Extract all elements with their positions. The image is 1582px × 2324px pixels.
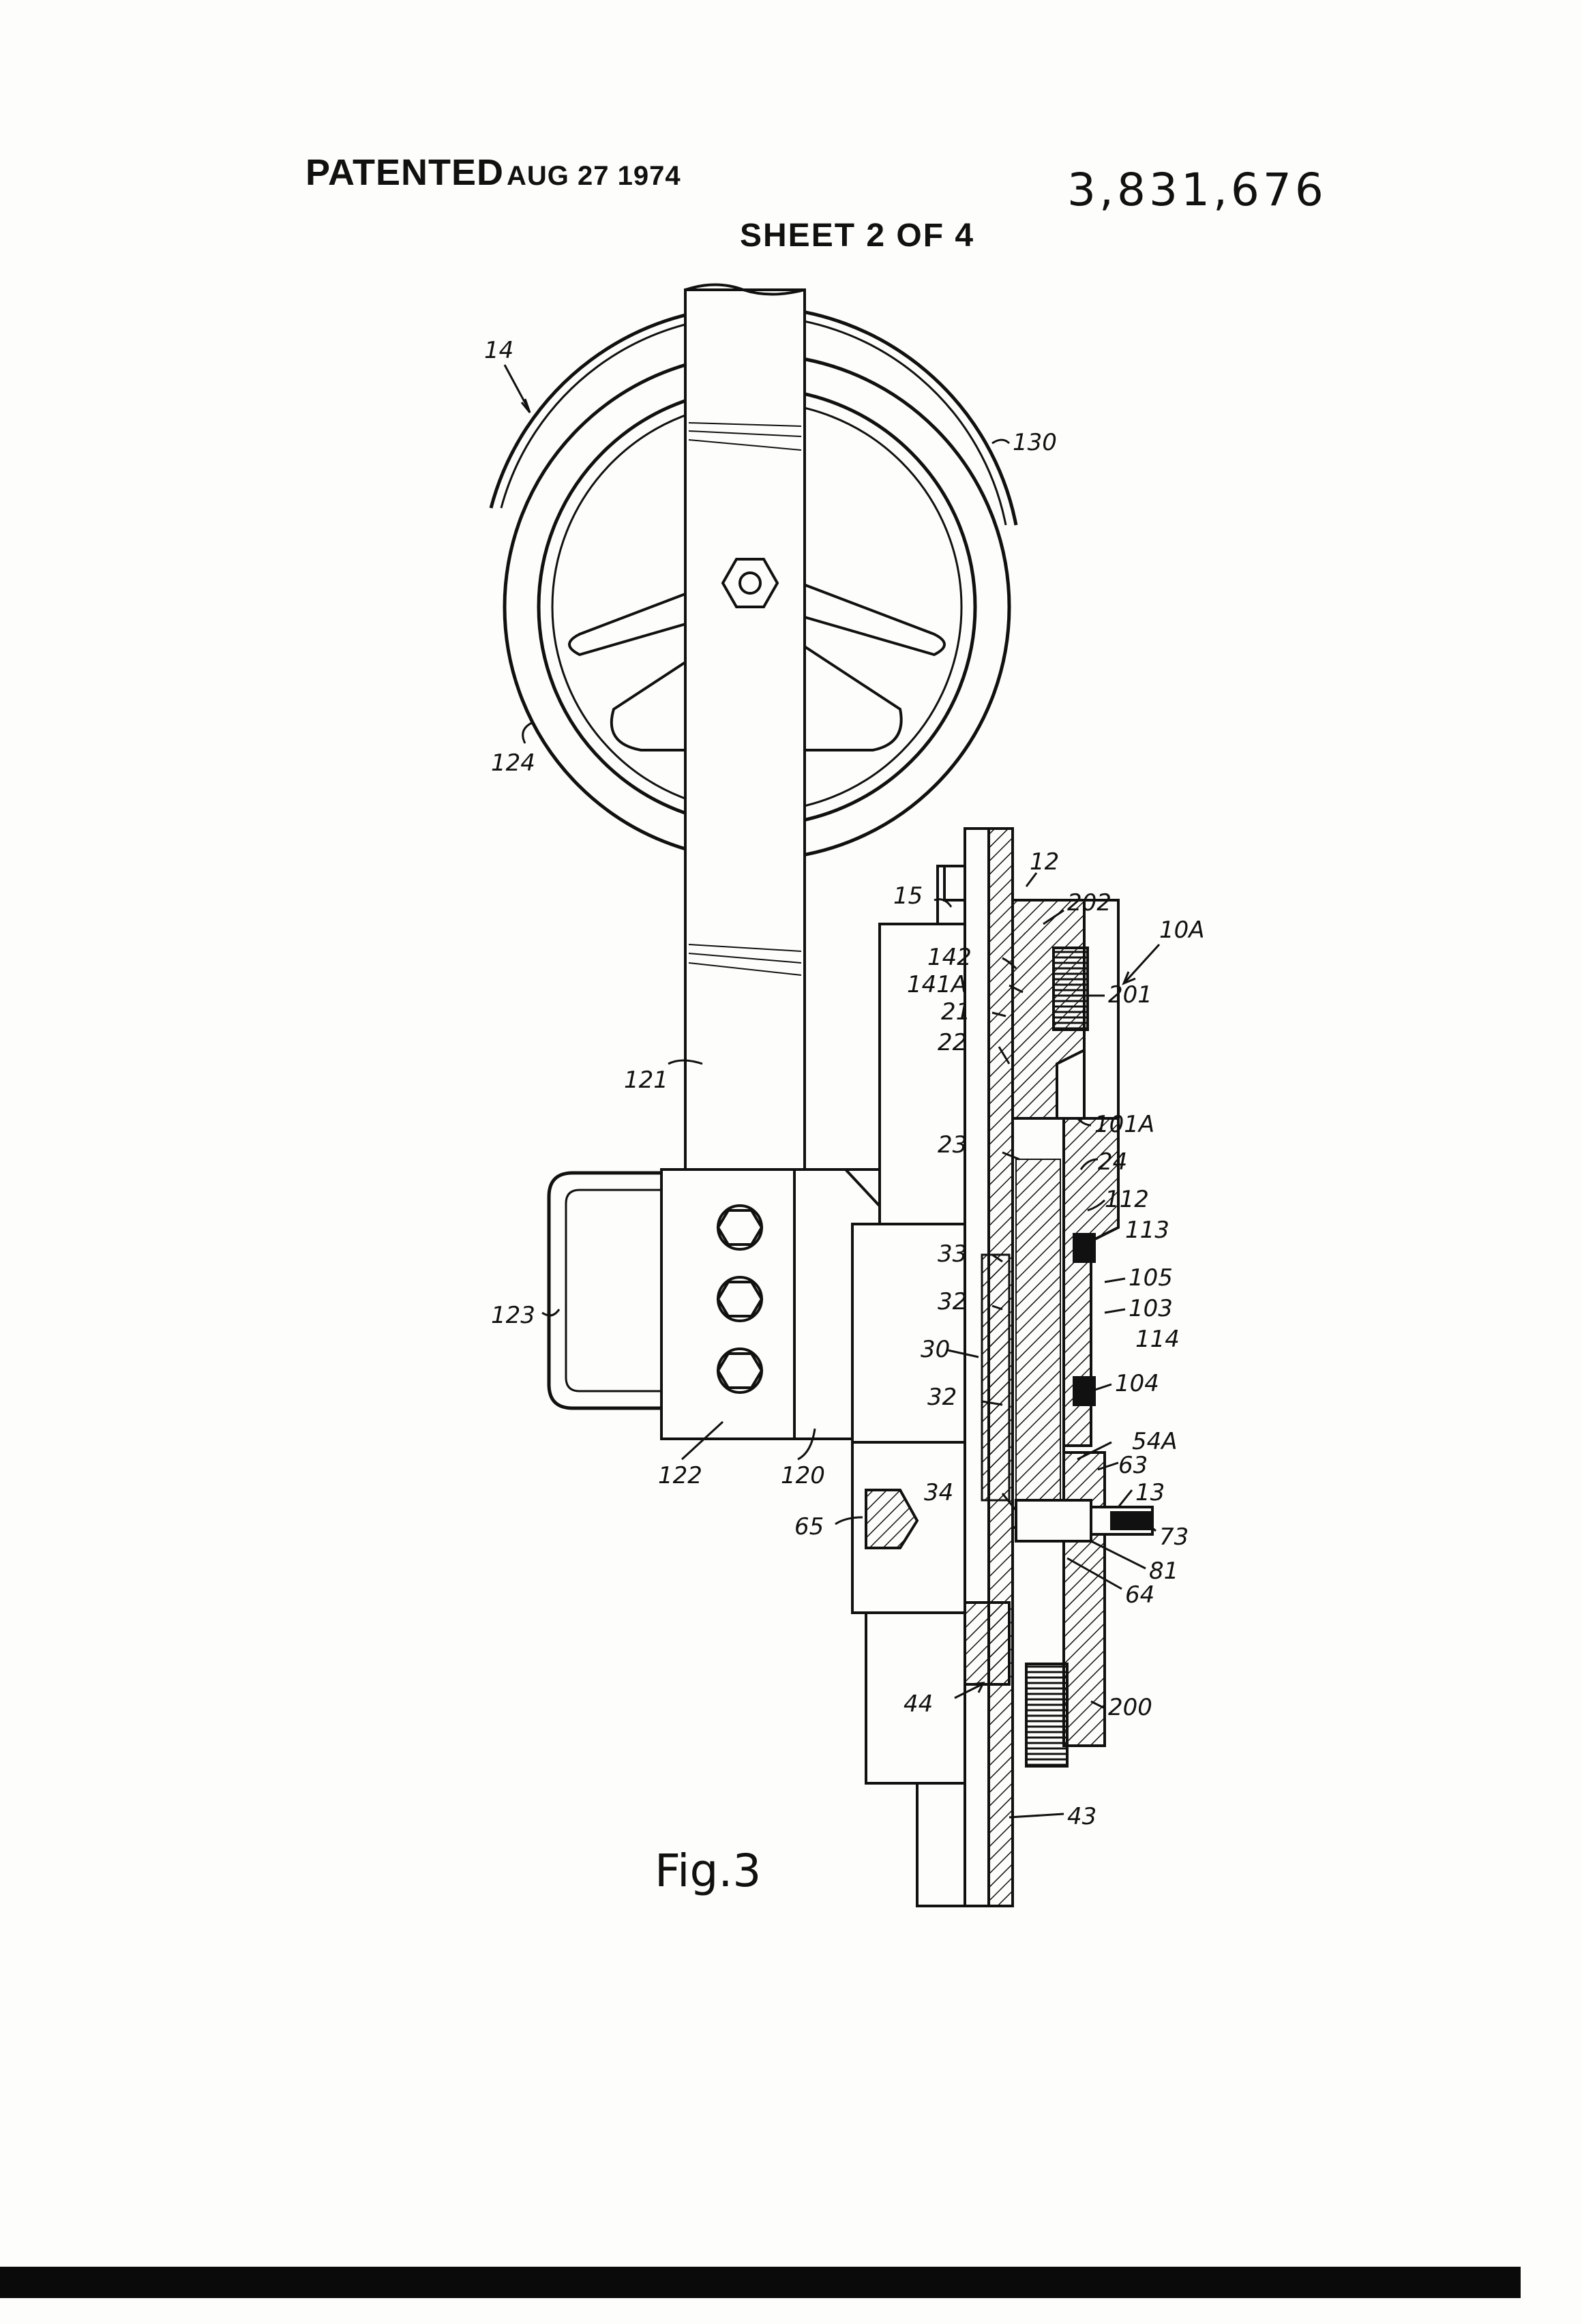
- ref-32-lower: 32: [927, 1384, 957, 1411]
- scan-bottom-edge: [0, 2267, 1521, 2298]
- ref-15: 15: [893, 882, 923, 910]
- ref-202: 202: [1067, 889, 1111, 917]
- ref-122: 122: [658, 1462, 702, 1489]
- ref-200: 200: [1108, 1694, 1152, 1721]
- ref-103: 103: [1129, 1295, 1173, 1322]
- ref-34: 34: [924, 1479, 953, 1506]
- figure-caption: Fig.3: [655, 1845, 761, 1897]
- ref-73: 73: [1159, 1523, 1189, 1551]
- ref-22: 22: [938, 1029, 967, 1056]
- ref-65: 65: [794, 1513, 824, 1540]
- hub-nut: [723, 559, 777, 607]
- ref-123: 123: [491, 1302, 535, 1329]
- ref-81: 81: [1149, 1558, 1178, 1585]
- ref-21: 21: [941, 998, 970, 1026]
- ref-201: 201: [1108, 981, 1152, 1009]
- ref-12: 12: [1030, 848, 1059, 876]
- ref-112: 112: [1105, 1186, 1149, 1213]
- ref-14: 14: [484, 337, 513, 364]
- ref-44: 44: [904, 1690, 933, 1718]
- ref-105: 105: [1129, 1264, 1173, 1292]
- ref-141A: 141A: [907, 971, 967, 998]
- packing-30: [982, 1255, 1009, 1500]
- port-fitting-13: [1016, 1500, 1152, 1541]
- ref-142: 142: [927, 944, 972, 971]
- ref-30: 30: [921, 1336, 950, 1363]
- ref-113: 113: [1125, 1217, 1169, 1244]
- ref-63: 63: [1118, 1452, 1148, 1479]
- ref-124: 124: [491, 749, 535, 777]
- handle-123: [549, 1173, 675, 1408]
- ref-10A: 10A: [1159, 917, 1205, 944]
- leader-lines: [505, 365, 1159, 1817]
- ref-104: 104: [1115, 1370, 1159, 1397]
- ref-24: 24: [1098, 1148, 1127, 1176]
- ref-33: 33: [938, 1240, 967, 1268]
- seal-44: [965, 1603, 1009, 1684]
- ref-13: 13: [1135, 1479, 1165, 1506]
- ref-121: 121: [624, 1067, 668, 1094]
- ref-120: 120: [781, 1462, 825, 1489]
- ref-101A: 101A: [1094, 1111, 1154, 1138]
- ref-130: 130: [1013, 429, 1057, 456]
- ref-114: 114: [1135, 1326, 1180, 1353]
- ref-23: 23: [938, 1131, 967, 1159]
- fitting-15: [944, 866, 965, 900]
- ref-43: 43: [1067, 1803, 1096, 1830]
- ref-64: 64: [1125, 1581, 1154, 1609]
- ref-32-upper: 32: [938, 1288, 967, 1315]
- ref-54A: 54A: [1132, 1428, 1178, 1455]
- wheel-spoke-right: [791, 580, 944, 655]
